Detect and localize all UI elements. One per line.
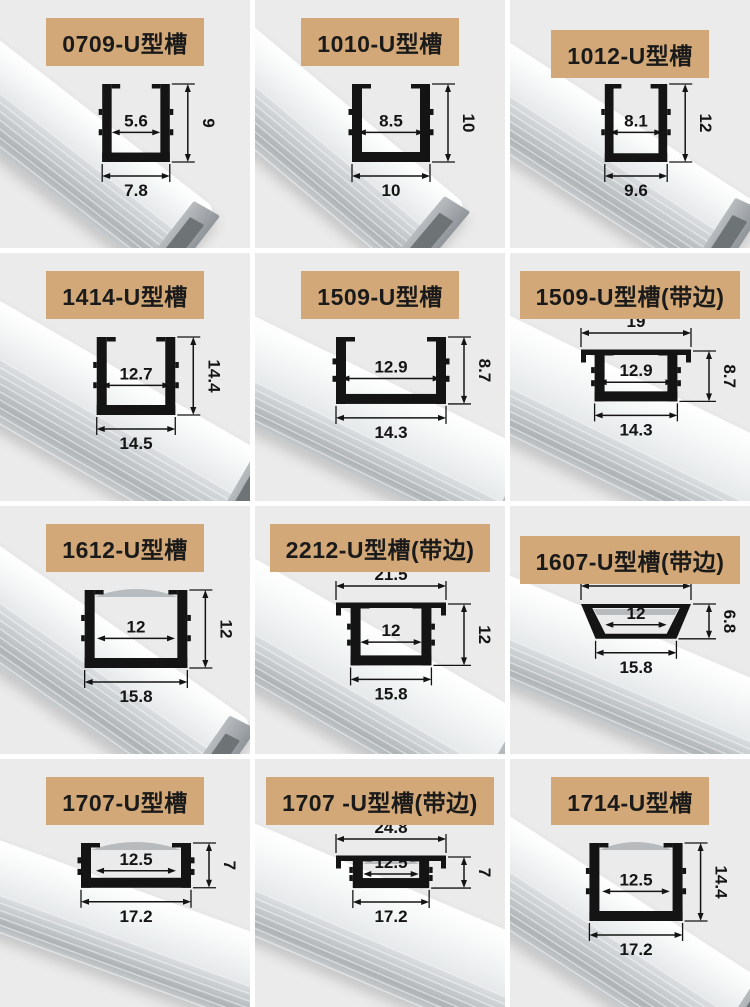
product-card[interactable]: 1010-U型槽 8.5 10 10 (255, 0, 505, 248)
product-title: 1509-U型槽 (301, 271, 459, 319)
product-card[interactable]: 1714-U型槽 12.5 17.2 14.4 (510, 759, 750, 1007)
cross-section-diagram: 12.7 14.5 14.4 (93, 336, 223, 453)
svg-text:9: 9 (199, 118, 218, 127)
product-title: 1714-U型槽 (551, 777, 709, 825)
product-card[interactable]: 1414-U型槽 12.7 14.5 14.4 (0, 253, 250, 501)
product-title: 0709-U型槽 (46, 18, 204, 66)
product-title: 1707-U型槽 (46, 777, 204, 825)
svg-text:14.4: 14.4 (204, 359, 223, 393)
product-title: 1707 -U型槽(带边) (266, 777, 494, 825)
svg-text:6.8: 6.8 (720, 610, 739, 634)
product-card[interactable]: 1509-U型槽 12.9 14.3 8.7 (255, 253, 505, 501)
svg-text:15.8: 15.8 (374, 684, 407, 703)
svg-text:12: 12 (127, 617, 146, 636)
svg-text:17.2: 17.2 (119, 907, 152, 926)
svg-text:7: 7 (475, 868, 494, 877)
svg-text:14.3: 14.3 (619, 420, 652, 439)
product-title: 1612-U型槽 (46, 524, 204, 572)
product-title: 1012-U型槽 (551, 30, 709, 78)
svg-text:12.7: 12.7 (119, 364, 152, 383)
svg-text:12.5: 12.5 (374, 853, 407, 872)
svg-text:10: 10 (459, 114, 478, 133)
svg-text:8.7: 8.7 (475, 359, 494, 383)
svg-text:15.8: 15.8 (119, 687, 152, 706)
cross-section-diagram: 8.5 10 10 (348, 83, 478, 200)
svg-text:9.6: 9.6 (624, 181, 648, 200)
svg-text:12: 12 (475, 625, 494, 644)
product-title: 1607-U型槽(带边) (519, 536, 741, 584)
product-card[interactable]: 1012-U型槽 8.1 9.6 12 (510, 0, 750, 248)
product-title: 1414-U型槽 (46, 271, 204, 319)
product-card[interactable]: 0709-U型槽 5.6 7.8 9 (0, 0, 250, 248)
cross-section-diagram: 5.6 7.8 9 (98, 83, 218, 200)
svg-text:10: 10 (382, 181, 401, 200)
svg-text:14.3: 14.3 (374, 423, 407, 442)
svg-text:14.5: 14.5 (119, 434, 152, 453)
svg-text:12.5: 12.5 (619, 870, 652, 889)
product-card[interactable]: 1707-U型槽 12.5 17.2 7 (0, 759, 250, 1007)
svg-text:8.5: 8.5 (379, 111, 403, 130)
svg-text:8.1: 8.1 (624, 111, 648, 130)
cross-section-diagram: 8.1 9.6 12 (601, 83, 715, 200)
svg-text:17.2: 17.2 (619, 940, 652, 959)
cross-section-diagram: 12 15.8 12 (81, 589, 235, 706)
svg-text:7: 7 (220, 861, 239, 870)
svg-text:12: 12 (216, 620, 235, 639)
svg-text:7.8: 7.8 (124, 181, 148, 200)
cross-section-diagram: 12.5 17.2 7 (77, 842, 239, 926)
svg-text:12.9: 12.9 (374, 357, 407, 376)
svg-text:15.8: 15.8 (619, 658, 652, 677)
svg-text:12: 12 (627, 604, 646, 623)
product-card[interactable]: 1612-U型槽 12 15.8 12 (0, 506, 250, 754)
svg-text:12.5: 12.5 (119, 850, 152, 869)
svg-text:12.9: 12.9 (619, 361, 652, 380)
product-title: 1010-U型槽 (301, 18, 459, 66)
svg-text:12: 12 (382, 621, 401, 640)
svg-text:8.7: 8.7 (720, 364, 739, 388)
cross-section-diagram: 12.9 14.3 8.7 (332, 336, 494, 442)
cross-section-diagram: 12.914.38.719 (580, 312, 739, 439)
svg-text:12: 12 (696, 114, 715, 133)
product-title: 1509-U型槽(带边) (519, 271, 741, 319)
product-title: 2212-U型槽(带边) (269, 524, 491, 572)
svg-text:14.4: 14.4 (712, 865, 731, 899)
cross-section-diagram: 12.5 17.2 14.4 (585, 842, 731, 959)
svg-text:5.6: 5.6 (124, 111, 148, 130)
svg-text:17.2: 17.2 (374, 907, 407, 926)
